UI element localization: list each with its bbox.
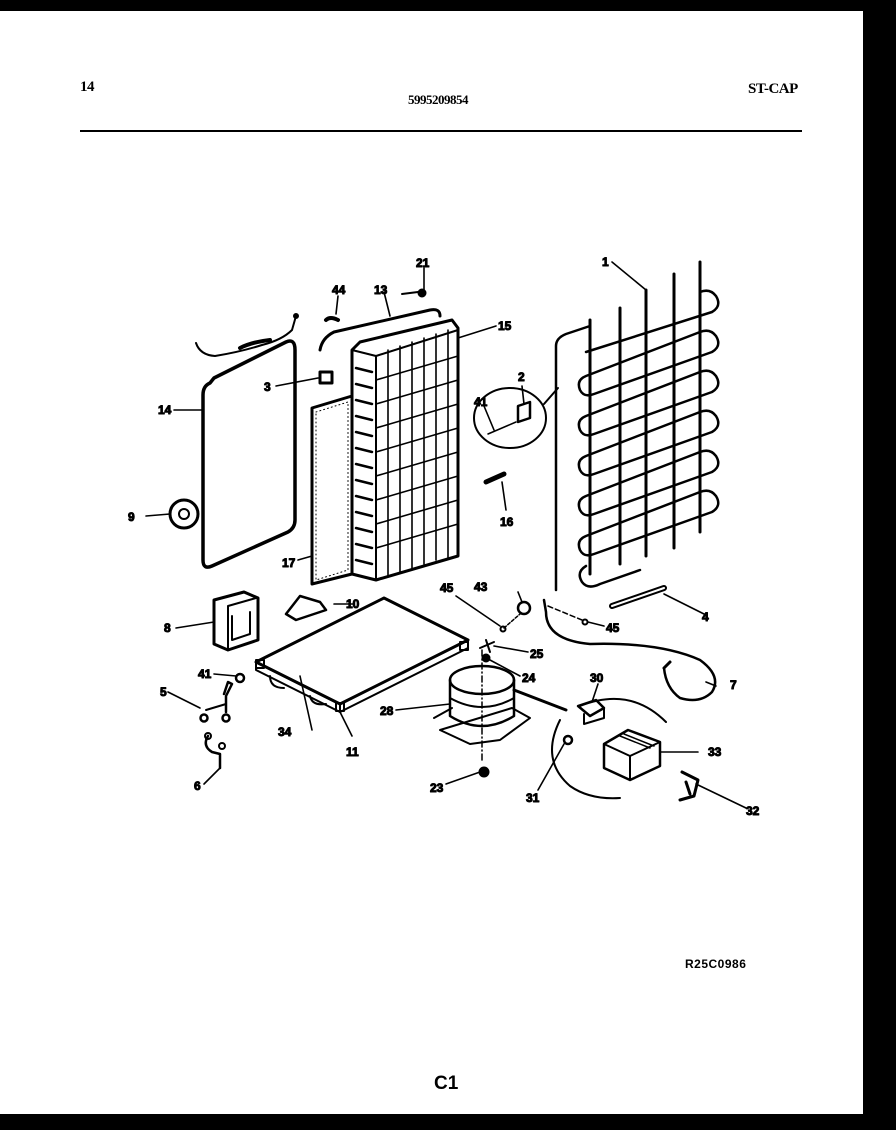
callout-6: 6 xyxy=(194,779,201,793)
diagram-reference-code: R25C0986 xyxy=(685,957,747,971)
callout-32: 32 xyxy=(746,804,760,818)
part-17-foam-pad xyxy=(310,394,354,586)
callout-labels: 1 2 3 4 5 6 7 8 9 10 11 13 14 15 16 17 2… xyxy=(128,255,761,819)
part-28-compressor xyxy=(433,649,568,761)
scan-border-right xyxy=(863,0,896,1130)
part-13-tube xyxy=(318,308,442,352)
callout-25: 25 xyxy=(530,647,544,661)
part-10-bracket xyxy=(284,594,328,622)
part-16-pin xyxy=(483,471,507,485)
callout-8: 8 xyxy=(164,621,171,635)
part-5-harness xyxy=(199,680,234,723)
part-30-relay xyxy=(576,698,606,725)
scan-border-top xyxy=(0,0,896,11)
callout-7: 7 xyxy=(730,678,737,692)
part-6-harness xyxy=(204,732,226,770)
part-33-capacitor xyxy=(602,728,662,782)
callout-34: 34 xyxy=(278,725,292,739)
part-number: 5995209854 xyxy=(408,92,469,107)
callout-11: 11 xyxy=(346,745,359,759)
callout-28: 28 xyxy=(380,704,394,718)
callout-21: 21 xyxy=(416,256,430,270)
section-type: ST-CAP xyxy=(748,81,798,97)
page-number: 14 xyxy=(80,79,95,95)
part-15-evaporator xyxy=(350,318,460,582)
callout-23: 23 xyxy=(430,781,444,795)
callout-10: 10 xyxy=(346,597,360,611)
part-41-screw xyxy=(234,672,246,684)
callout-13: 13 xyxy=(374,283,388,297)
callout-43: 43 xyxy=(474,580,488,594)
part-32-bracket xyxy=(678,770,700,802)
callout-17: 17 xyxy=(282,556,296,570)
part-25-clip xyxy=(479,639,495,653)
part-24-grommet xyxy=(481,653,491,663)
part-34-base-plate xyxy=(254,596,470,713)
part-3-clip xyxy=(318,370,334,385)
callout-24: 24 xyxy=(522,671,536,685)
callout-5: 5 xyxy=(160,685,167,699)
callout-33: 33 xyxy=(708,745,722,759)
part-43-fitting xyxy=(499,600,532,633)
callout-44: 44 xyxy=(332,283,346,297)
callout-15: 15 xyxy=(498,319,512,333)
header-rule xyxy=(80,130,802,132)
callout-2: 2 xyxy=(518,370,525,384)
callout-41-detail: 41 xyxy=(474,395,488,409)
callout-41-base: 41 xyxy=(198,667,212,681)
callout-45-right: 45 xyxy=(606,621,620,635)
callout-45-left: 45 xyxy=(440,581,454,595)
callout-4: 4 xyxy=(702,610,709,624)
part-8-bracket xyxy=(212,590,260,652)
part-14-panel xyxy=(195,313,299,569)
scan-border-bottom xyxy=(0,1114,896,1130)
part-9-grommet xyxy=(168,498,200,530)
callout-9: 9 xyxy=(128,510,135,524)
leader-lines xyxy=(145,261,747,809)
part-44-clip xyxy=(324,316,340,322)
part-31-terminal xyxy=(562,734,574,746)
section-label: C1 xyxy=(434,1073,459,1094)
callout-14: 14 xyxy=(158,403,172,417)
part-1-condenser xyxy=(554,260,720,592)
part-4-drier xyxy=(609,585,667,609)
callout-16: 16 xyxy=(500,515,514,529)
part-7-power-cord xyxy=(542,598,717,702)
callout-1: 1 xyxy=(602,255,609,269)
part-21-screw xyxy=(401,288,427,298)
callout-31: 31 xyxy=(526,791,540,805)
callout-3: 3 xyxy=(264,380,271,394)
relay-detail-group xyxy=(551,697,700,802)
callout-30: 30 xyxy=(590,671,604,685)
